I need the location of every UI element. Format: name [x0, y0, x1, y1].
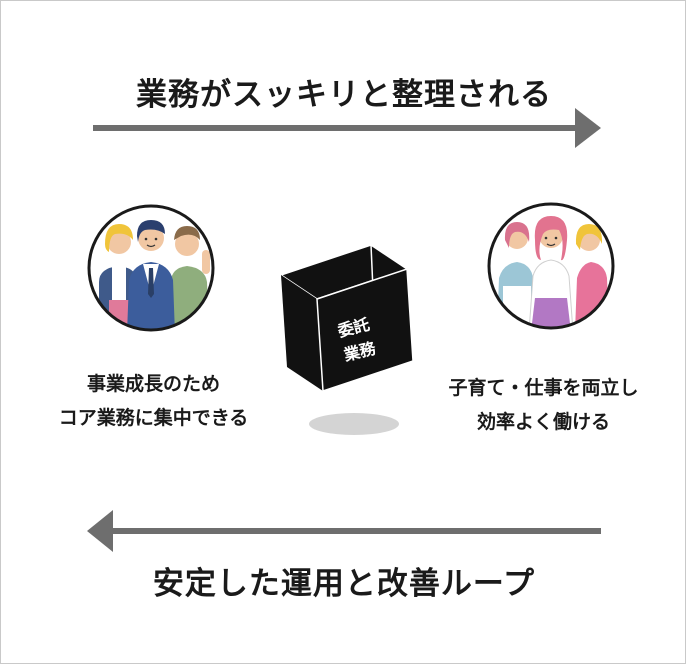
right-caption-line1: 子育て・仕事を両立し [448, 377, 639, 399]
cube-shadow [309, 413, 399, 435]
working-mothers-icon [487, 202, 615, 330]
left-arrow [87, 510, 601, 552]
outsourced-task-cube: 委託 業務 [279, 243, 414, 393]
top-title: 業務がスッキリと整理される [136, 77, 552, 113]
right-caption-line2: 効率よく働ける [476, 411, 610, 433]
left-caption-line1: 事業成長のため [86, 373, 220, 395]
left-caption-line2: コア業務に集中できる [58, 407, 249, 429]
right-caption: 子育て・仕事を両立し 効率よく働ける [421, 371, 666, 439]
right-arrow [93, 108, 601, 148]
business-team-icon [87, 204, 215, 332]
left-caption: 事業成長のため コア業務に集中できる [31, 367, 276, 435]
bottom-title: 安定した運用と改善ループ [152, 566, 536, 602]
